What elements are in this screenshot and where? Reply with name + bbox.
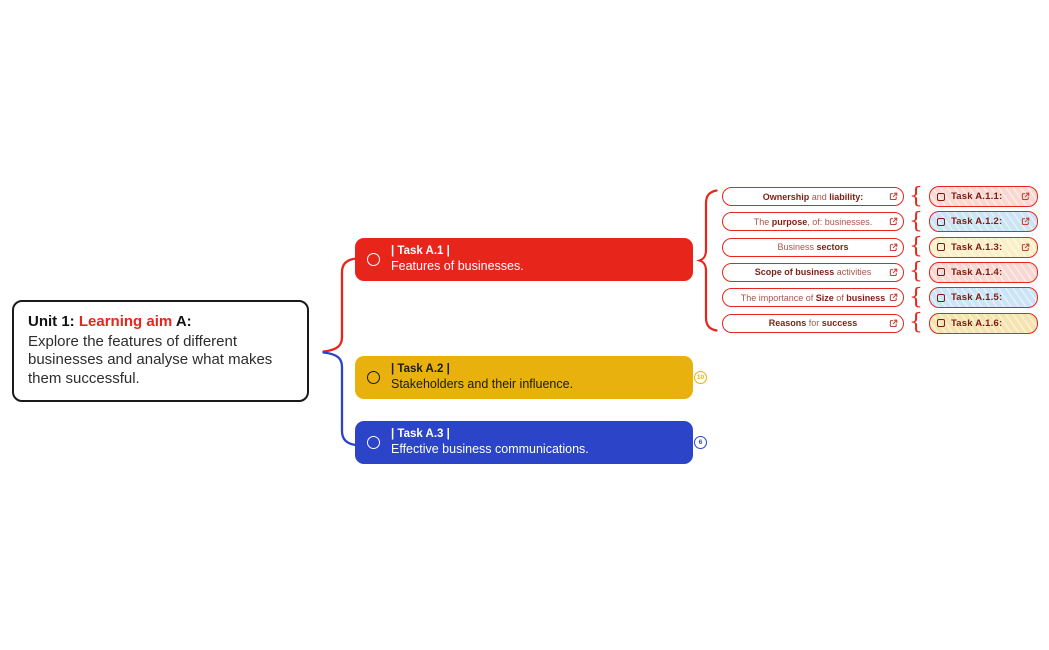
chip-label: Task A.1.2:	[951, 216, 1003, 228]
subtask-label: The purpose, of: businesses.	[753, 216, 873, 227]
subtask-pill[interactable]: Reasons for success	[722, 313, 904, 333]
task-description: Features of businesses.	[391, 258, 524, 273]
unit-title-suffix: A:	[175, 313, 192, 330]
subtask-label: Ownership and liability:	[762, 191, 864, 202]
subtask-label: Business sectors	[777, 242, 849, 253]
unit-title-prefix: Unit 1:	[28, 313, 75, 330]
task-node-a3[interactable]: | Task A.3 | Effective business communic…	[355, 421, 693, 464]
task-label: | Task A.2 |	[391, 363, 450, 376]
brace-red-top	[322, 257, 358, 353]
brace-connector: {	[909, 310, 923, 335]
checkbox-icon[interactable]	[937, 293, 945, 302]
external-link-icon[interactable]	[889, 243, 898, 252]
task-description: Stakeholders and their influence.	[391, 376, 574, 391]
external-link-icon[interactable]	[889, 268, 898, 277]
unit-description: Explore the features of different busine…	[28, 332, 273, 387]
subtask-pill[interactable]: Ownership and liability:	[722, 187, 904, 206]
chip-label: Task A.1.5:	[951, 292, 1003, 304]
task-chip[interactable]: Task A.1.1:	[929, 186, 1038, 207]
subtask-pill[interactable]: The importance of Size of business	[722, 288, 904, 308]
unit-title: Unit 1: Learning aim A:	[28, 313, 293, 332]
task-label: | Task A.1 |	[391, 245, 450, 258]
task-chip[interactable]: Task A.1.2:	[929, 211, 1038, 233]
circle-icon[interactable]	[367, 253, 380, 266]
external-link-icon[interactable]	[889, 192, 898, 201]
external-link-icon[interactable]	[1021, 192, 1030, 201]
brace-connector: {	[909, 259, 923, 285]
task-chip[interactable]: Task A.1.3:	[929, 236, 1038, 258]
external-link-icon[interactable]	[1021, 243, 1030, 252]
task-label: | Task A.3 |	[391, 428, 450, 441]
checkbox-icon[interactable]	[937, 217, 945, 226]
task-text: | Task A.3 | Effective business communic…	[391, 428, 589, 457]
subtask-pill[interactable]: Scope of business activities	[722, 262, 904, 282]
circle-icon[interactable]	[367, 436, 380, 449]
task-node-a1[interactable]: | Task A.1 | Features of businesses.	[355, 238, 693, 281]
subtask-pill[interactable]: The purpose, of: businesses.	[722, 212, 904, 232]
brace-connector: {	[909, 234, 923, 260]
task-text: | Task A.2 | Stakeholders and their infl…	[391, 363, 573, 392]
external-link-icon[interactable]	[889, 319, 898, 328]
checkbox-icon[interactable]	[937, 243, 945, 252]
task-text: | Task A.1 | Features of businesses.	[391, 245, 524, 274]
collapsed-count-badge[interactable]: 6	[694, 436, 707, 449]
external-link-icon[interactable]	[889, 293, 898, 302]
chip-label: Task A.1.6:	[951, 317, 1003, 329]
task-chip[interactable]: Task A.1.5:	[929, 287, 1038, 309]
brace-blue-bottom	[322, 351, 358, 447]
brace-connector: {	[909, 284, 923, 310]
task-node-a2[interactable]: | Task A.2 | Stakeholders and their infl…	[355, 356, 693, 399]
subtask-label: Reasons for success	[768, 318, 858, 328]
circle-icon[interactable]	[367, 371, 380, 384]
subtask-label: Scope of business activities	[754, 267, 872, 278]
collapsed-count-badge[interactable]: 10	[694, 371, 707, 384]
checkbox-icon[interactable]	[937, 192, 945, 201]
subtask-label: The importance of Size of business	[740, 292, 886, 303]
brace-connector: {	[909, 208, 923, 234]
chip-label: Task A.1.3:	[951, 241, 1003, 253]
checkbox-icon[interactable]	[937, 268, 945, 277]
chip-label: Task A.1.1:	[951, 191, 1003, 202]
external-link-icon[interactable]	[889, 217, 898, 226]
external-link-icon[interactable]	[1021, 217, 1030, 226]
subtask-pill[interactable]: Business sectors	[722, 237, 904, 257]
chip-label: Task A.1.4:	[951, 266, 1003, 278]
task-description: Effective business communications.	[391, 441, 589, 456]
unit-node[interactable]: Unit 1: Learning aim A: Explore the feat…	[12, 300, 309, 402]
checkbox-icon[interactable]	[937, 319, 945, 327]
brace-connector: {	[909, 183, 923, 209]
brace-task-a1	[696, 189, 718, 332]
task-chip[interactable]: Task A.1.6:	[929, 312, 1038, 334]
task-chip[interactable]: Task A.1.4:	[929, 261, 1038, 283]
unit-title-highlight: Learning aim	[78, 313, 173, 330]
